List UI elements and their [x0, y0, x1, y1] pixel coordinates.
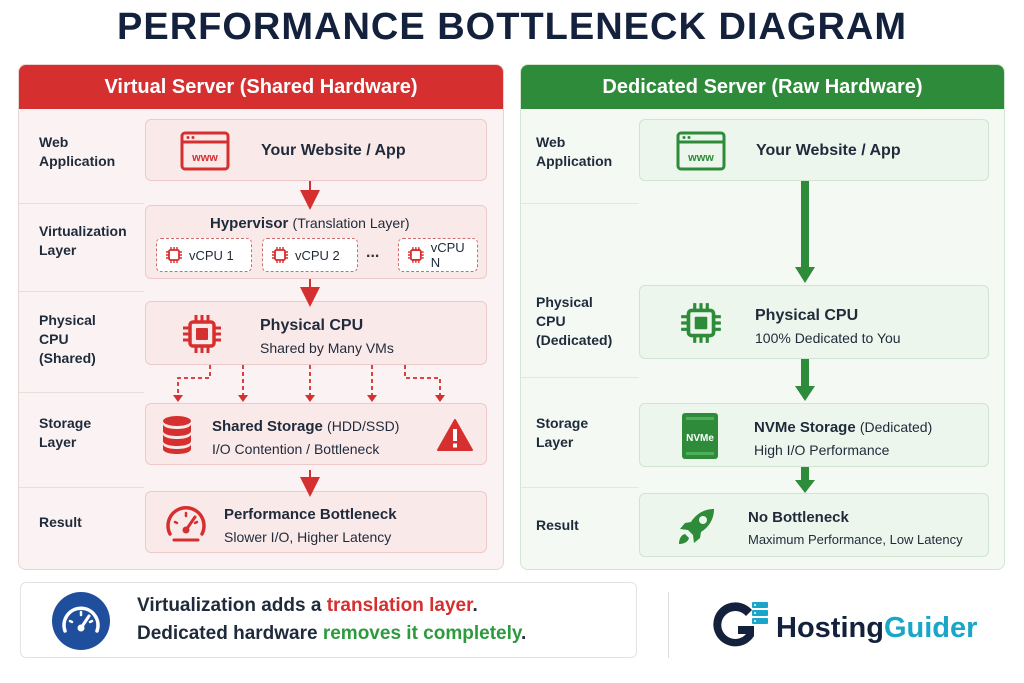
- browser-window-icon: www: [180, 131, 230, 171]
- divider: [19, 392, 144, 393]
- divider: [521, 377, 639, 378]
- divider: [521, 203, 639, 204]
- vcpu-2-chip: vCPU 2: [262, 238, 358, 272]
- web-app-title: Your Website / App: [756, 142, 901, 159]
- vcpu-ellipsis: ...: [366, 244, 380, 261]
- divider: [521, 487, 639, 488]
- browser-icon-label: www: [191, 152, 218, 164]
- browser-window-icon: www: [676, 131, 726, 171]
- no-bottleneck-title: No Bottleneck: [748, 509, 849, 526]
- hostingguider-logo-text: HostingGuider: [776, 612, 978, 644]
- hostingguider-logo-icon: [713, 602, 768, 647]
- summary-box: Virtualization adds a translation layer.…: [20, 582, 637, 658]
- cpu-chip-icon: [681, 303, 721, 343]
- row-label-result: Result: [536, 517, 579, 533]
- shared-cpu-box: Physical CPU Shared by Many VMs: [145, 301, 487, 365]
- speedometer-badge-icon: [52, 592, 110, 650]
- shared-cpu-title: Physical CPU: [260, 317, 364, 334]
- web-app-box: www Your Website / App: [145, 119, 487, 181]
- nvme-storage-box: NVMe NVMe Storage (Dedicated) High I/O P…: [639, 403, 989, 467]
- hypervisor-box: Hypervisor (Translation Layer) vCPU 1 vC…: [145, 205, 487, 279]
- divider: [19, 203, 144, 204]
- divider: [19, 291, 144, 292]
- chip-icon: [407, 247, 424, 263]
- performance-bottleneck-subtitle: Slower I/O, Higher Latency: [224, 529, 392, 545]
- shared-storage-subtitle: I/O Contention / Bottleneck: [212, 441, 380, 457]
- hypervisor-title: Hypervisor (Translation Layer): [210, 215, 410, 232]
- web-app-box: www Your Website / App: [639, 119, 989, 181]
- virtual-server-header: Virtual Server (Shared Hardware): [19, 65, 503, 109]
- dedicated-cpu-title: Physical CPU: [755, 307, 859, 324]
- chip-icon: [272, 247, 288, 263]
- nvme-drive-icon: NVMe: [682, 413, 718, 459]
- dedicated-server-header: Dedicated Server (Raw Hardware): [521, 65, 1004, 109]
- speedometer-icon: [166, 506, 206, 542]
- divider: [19, 487, 144, 488]
- nvme-storage-subtitle: High I/O Performance: [754, 442, 890, 458]
- dedicated-cpu-box: Physical CPU 100% Dedicated to You: [639, 285, 989, 359]
- shared-cpu-subtitle: Shared by Many VMs: [260, 340, 394, 356]
- vcpu-n-chip: vCPU N: [398, 238, 478, 272]
- web-app-title: Your Website / App: [261, 142, 406, 159]
- summary-line-1: Virtualization adds a translation layer.: [137, 595, 478, 616]
- row-label-result: Result: [39, 514, 82, 530]
- performance-bottleneck-title: Performance Bottleneck: [224, 506, 397, 523]
- performance-bottleneck-box: Performance Bottleneck Slower I/O, Highe…: [145, 491, 487, 553]
- vcpu-1-chip: vCPU 1: [156, 238, 252, 272]
- rocket-icon: [679, 509, 714, 544]
- dedicated-cpu-subtitle: 100% Dedicated to You: [755, 330, 901, 346]
- shared-storage-title: Shared Storage (HDD/SSD): [212, 418, 400, 435]
- chip-icon: [166, 247, 182, 263]
- summary-line-2: Dedicated hardware removes it completely…: [137, 623, 527, 644]
- nvme-icon-label: NVMe: [686, 433, 714, 444]
- cpu-chip-icon: [183, 315, 221, 353]
- no-bottleneck-box: No Bottleneck Maximum Performance, Low L…: [639, 493, 989, 557]
- browser-icon-label: www: [687, 152, 714, 164]
- nvme-storage-title: NVMe Storage (Dedicated): [754, 419, 933, 436]
- database-icon: [163, 416, 191, 454]
- page-title: PERFORMANCE BOTTLENECK DIAGRAM: [117, 6, 907, 48]
- warning-icon: [437, 419, 473, 451]
- shared-storage-box: Shared Storage (HDD/SSD) I/O Contention …: [145, 403, 487, 465]
- no-bottleneck-subtitle: Maximum Performance, Low Latency: [748, 532, 963, 547]
- vertical-separator: [668, 592, 669, 658]
